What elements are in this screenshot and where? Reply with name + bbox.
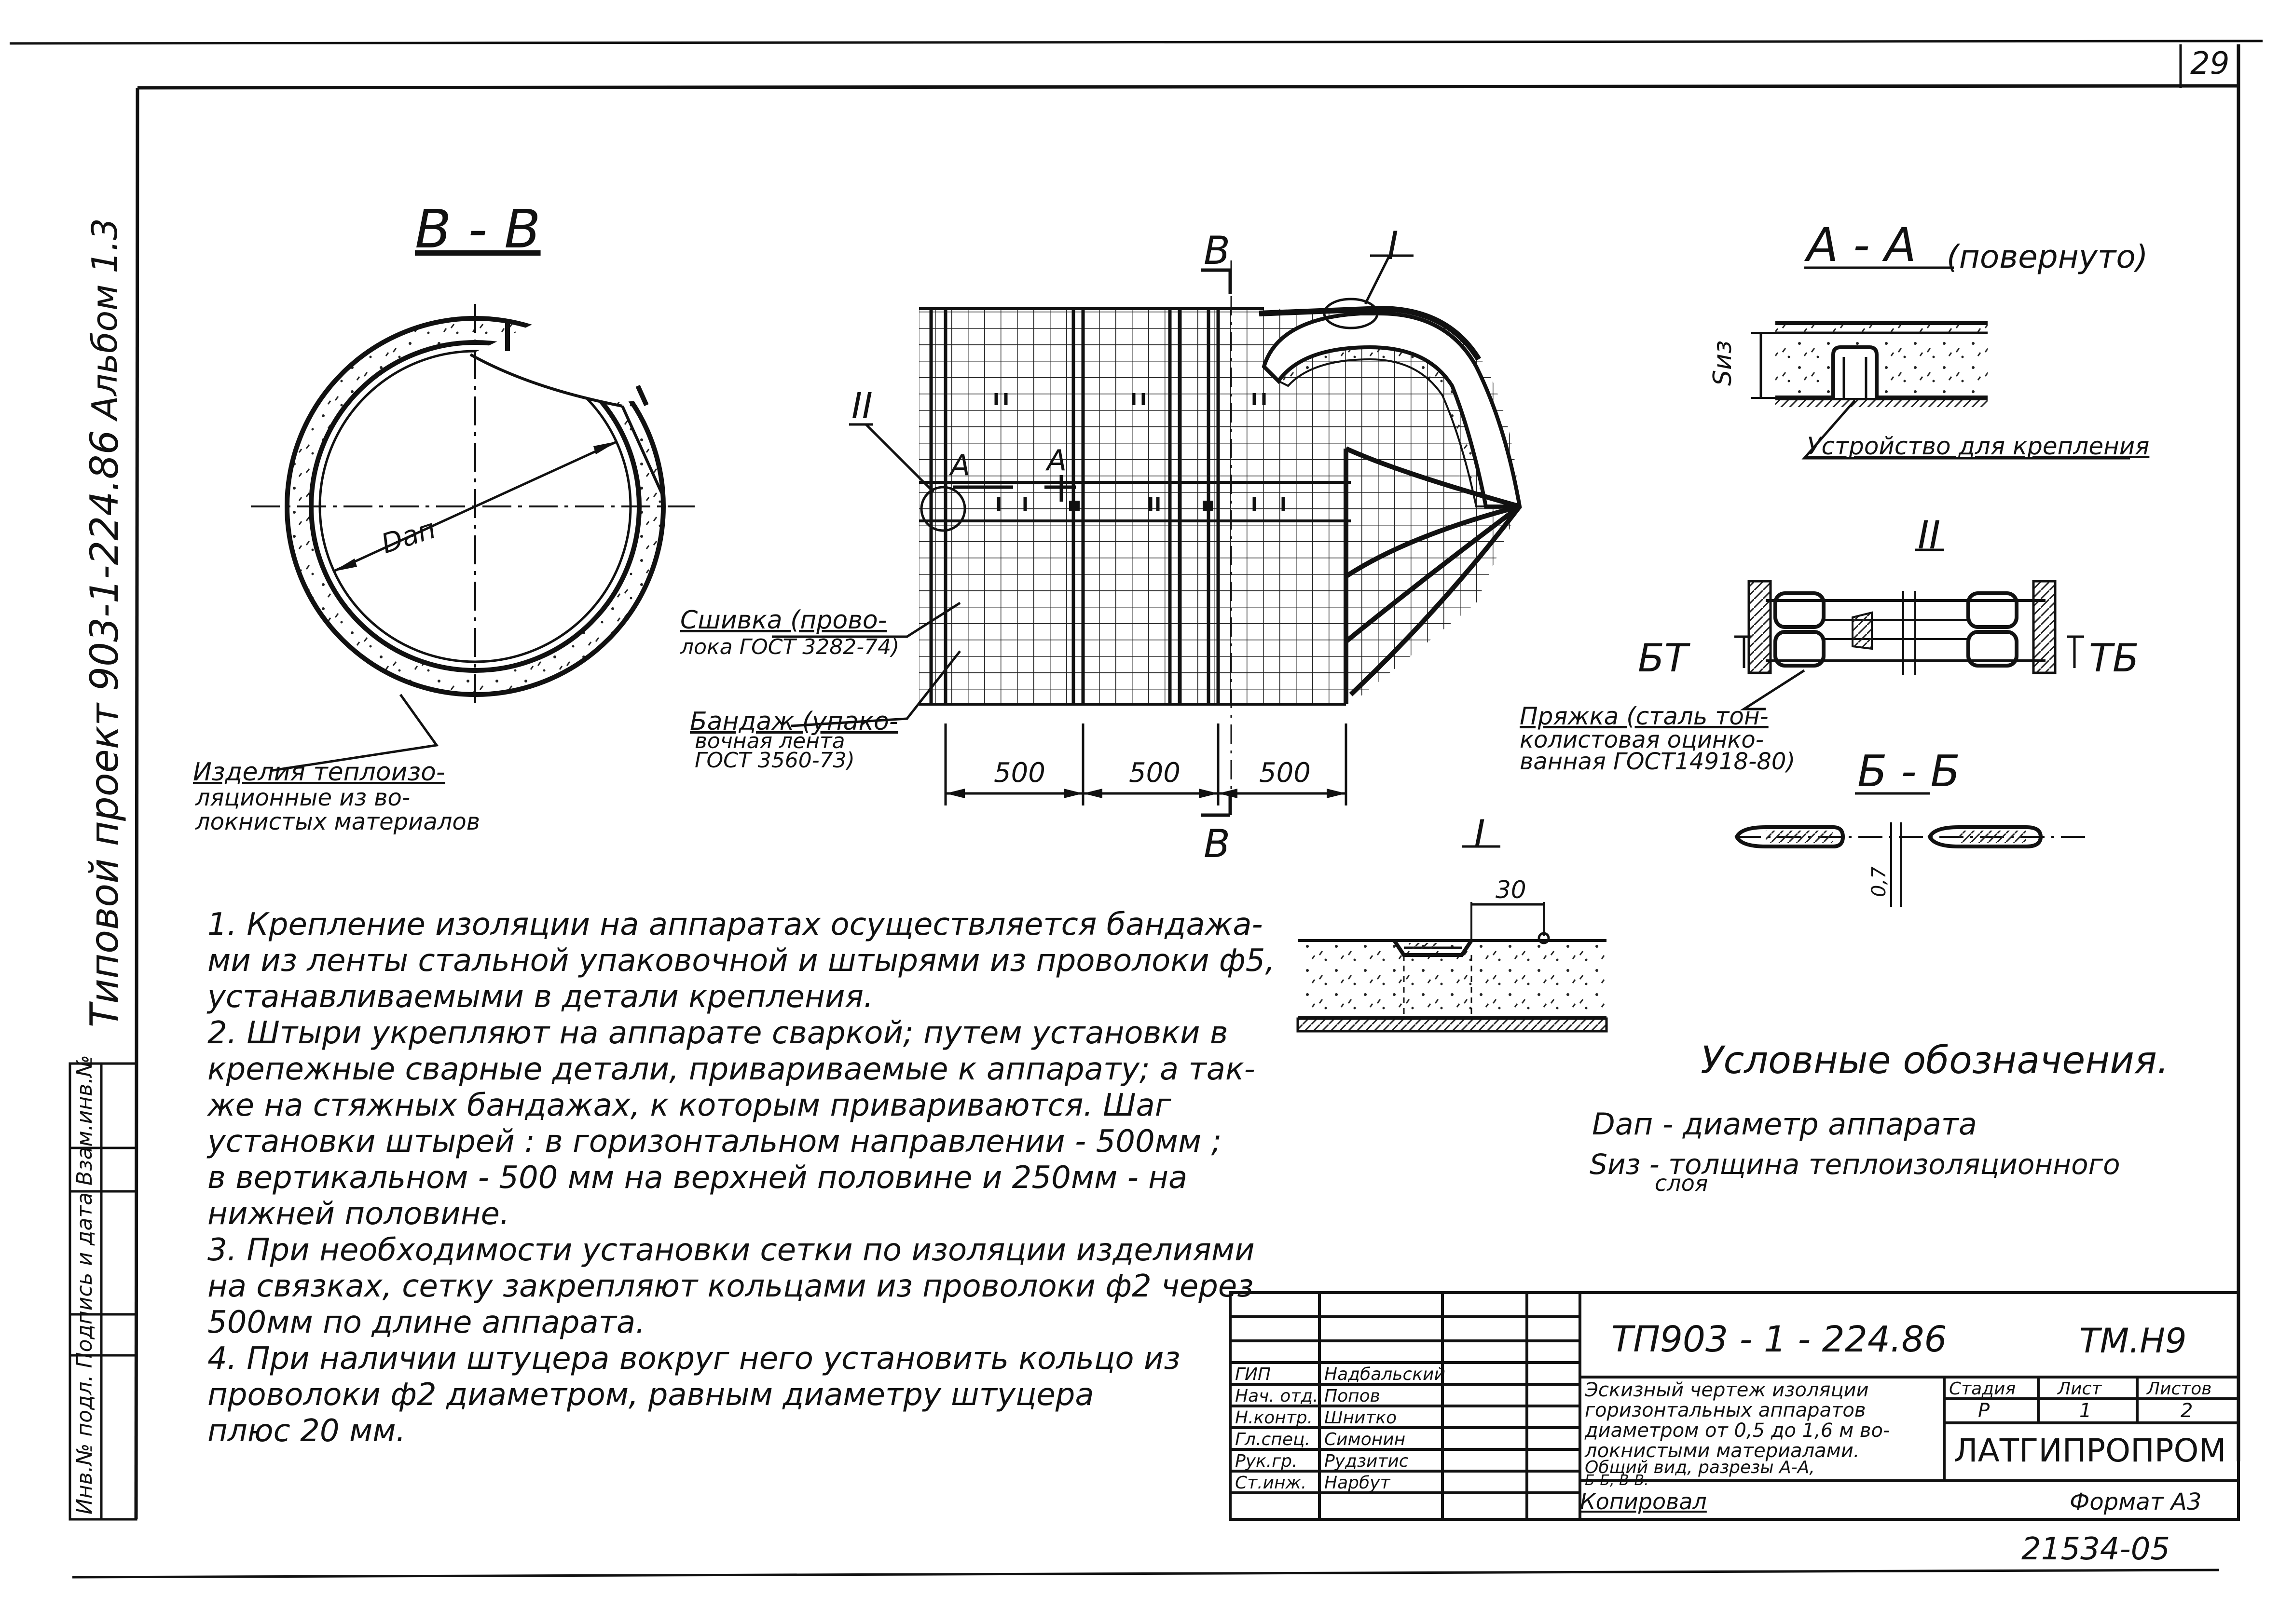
role-cell: Н.контр.	[1235, 1408, 1313, 1428]
buckle-label-1: Пряжка (сталь тон-	[1520, 702, 1769, 730]
note-line: же на стяжных бандажах, к которым привар…	[207, 1088, 1171, 1123]
section-vv-drawing	[251, 304, 695, 772]
dim-500-2: 500	[1129, 757, 1181, 789]
stage-header: Стадия	[1949, 1379, 2016, 1399]
sheet-header: Лист	[2058, 1379, 2102, 1399]
stitching-label-2: лока ГОСТ 3282-74)	[680, 635, 900, 659]
buckle-label-2: колистовая оцинко-	[1520, 726, 1764, 753]
name-cell: Попов	[1324, 1386, 1380, 1406]
copied-label: Копировал	[1580, 1488, 1707, 1515]
name-cell: Симонин	[1324, 1430, 1406, 1449]
legend-line-1: Dап - диаметр аппарата	[1592, 1106, 1977, 1142]
products-label-3: локнистых материалов	[195, 808, 481, 835]
organization: ЛАТГИПРОПРОМ	[1954, 1432, 2226, 1469]
section-bb-drawing	[1734, 792, 2089, 907]
note-line: 3. При необходимости установки сетки по …	[207, 1232, 1255, 1268]
title-block-frame	[1229, 1291, 2240, 1521]
sheets-header: Листов	[2147, 1379, 2212, 1399]
sheet-value: 1	[2079, 1400, 2092, 1422]
node-2-marker: II	[851, 385, 873, 427]
notes-block: 1. Крепление изоляции на аппаратах осуще…	[207, 907, 1275, 1449]
archive-number: 21534-05	[2021, 1531, 2170, 1567]
note-line: крепежные сварные детали, привариваемые …	[207, 1051, 1255, 1087]
note-line: на связках, сетку закрепляют кольцами из…	[207, 1269, 1254, 1304]
description-line: Эскизный чертеж изоляции	[1585, 1379, 1869, 1401]
section-aa-note: (повернуто)	[1947, 238, 2148, 275]
node-1-title: I	[1474, 812, 1485, 857]
note-line: в вертикальном - 500 мм на верхней полов…	[207, 1160, 1188, 1196]
name-cell: Шнитко	[1324, 1408, 1397, 1428]
section-bb-title: Б - Б	[1857, 746, 1961, 797]
side-stamp-frame	[69, 1062, 137, 1521]
dim-500-1: 500	[994, 757, 1045, 789]
legend-line-2a: Sиз - толщина теплоизоляционного	[1590, 1148, 2120, 1181]
role-cell: Нач. отд.	[1235, 1386, 1318, 1406]
note-line: 4. При наличии штуцера вокруг него устан…	[207, 1341, 1181, 1377]
note-line: плюс 20 мм.	[207, 1413, 406, 1449]
apparatus-view	[772, 254, 1522, 817]
stitching-label-1: Сшивка (прово-	[680, 606, 887, 635]
note-line: 1. Крепление изоляции на аппаратах осуще…	[207, 907, 1263, 942]
sheets-value: 2	[2181, 1400, 2193, 1422]
node-2-drawing	[1734, 548, 2084, 710]
fastener-label: Устройство для крепления	[1807, 432, 2150, 460]
description-line: горизонтальных аппаратов	[1585, 1399, 1866, 1421]
b-right-label: ТБ	[2089, 636, 2139, 681]
dim-500-3: 500	[1259, 757, 1311, 789]
dim-07: 0,7	[1868, 866, 1890, 897]
node-1-drawing	[1296, 845, 1608, 1033]
role-cell: Рук.гр.	[1235, 1451, 1298, 1471]
cut-b-bottom-label: В	[1204, 821, 1230, 866]
frame	[9, 40, 2263, 1579]
note-line: нижней половине.	[207, 1196, 510, 1232]
name-cell: Надбальский	[1324, 1365, 1445, 1384]
side-stamp-label: Инв.№ подл. Подпись и дата Взам.инв.№	[72, 1055, 97, 1515]
node-2-title: II	[1918, 513, 1941, 558]
legend-line-2b: слоя	[1655, 1170, 1708, 1196]
bandage-label-3: ГОСТ 3560-73)	[695, 748, 855, 773]
note-line: 2. Штыри укрепляют на аппарате сваркой; …	[207, 1015, 1228, 1051]
album-label: Альбом 1.3	[84, 218, 125, 420]
format-label: Формат А3	[2070, 1488, 2202, 1515]
role-cell: Ст.инж.	[1235, 1473, 1307, 1493]
node-1-title-top: I	[1387, 223, 1399, 268]
note-line: проволоки ф2 диаметром, равным диаметру …	[207, 1377, 1094, 1413]
stage-value: Р	[1978, 1400, 1990, 1422]
thickness-label: Sиз	[1708, 340, 1737, 386]
note-line: 500мм по длине аппарата.	[207, 1305, 645, 1340]
section-aa-drawing	[1751, 266, 2130, 460]
products-label-1: Изделия теплоизо-	[193, 758, 445, 787]
legend-title: Условные обозначения.	[1701, 1039, 2169, 1082]
cut-b-top-label: В	[1204, 228, 1230, 273]
bandage-label-2: вочная лента	[695, 729, 845, 753]
name-cell: Нарбут	[1324, 1473, 1390, 1493]
cut-a-right-label: А	[1047, 444, 1067, 478]
drawing-mark: ТМ.Н9	[2079, 1321, 2187, 1361]
project-label: Типовой проект 903-1-224.86	[82, 430, 127, 1027]
buckle-label-3: ванная ГОСТ14918-80)	[1520, 748, 1796, 775]
bandage-label-1: Бандаж (упако-	[690, 707, 898, 736]
role-cell: ГИП	[1235, 1365, 1271, 1384]
section-aa-title: А - А	[1807, 218, 1917, 272]
project-code: ТП903 - 1 - 224.86	[1611, 1319, 1947, 1360]
section-vv-title: В - В	[415, 198, 541, 260]
b-left-label: БТ	[1638, 636, 1688, 681]
cut-a-left-label: А	[950, 449, 971, 482]
role-cell: Гл.спец.	[1235, 1430, 1310, 1449]
description-line: диаметром от 0,5 до 1,6 м во-	[1585, 1419, 1890, 1442]
description-line: Б-Б, В-В.	[1585, 1472, 1649, 1489]
products-label-2: ляционные из во-	[195, 784, 411, 811]
description-line: Общий вид, разрезы А-А,	[1585, 1458, 1815, 1477]
note-line: устанавливаемыми в детали крепления.	[207, 979, 874, 1015]
note-line: ми из ленты стальной упаковочной и штыря…	[207, 943, 1275, 979]
dim-30: 30	[1496, 876, 1526, 904]
description-line: локнистыми материалами.	[1585, 1440, 1860, 1462]
page-number: 29	[2190, 46, 2230, 82]
name-cell: Рудзитис	[1324, 1451, 1409, 1471]
note-line: установки штырей : в горизонтальном напр…	[207, 1124, 1222, 1160]
